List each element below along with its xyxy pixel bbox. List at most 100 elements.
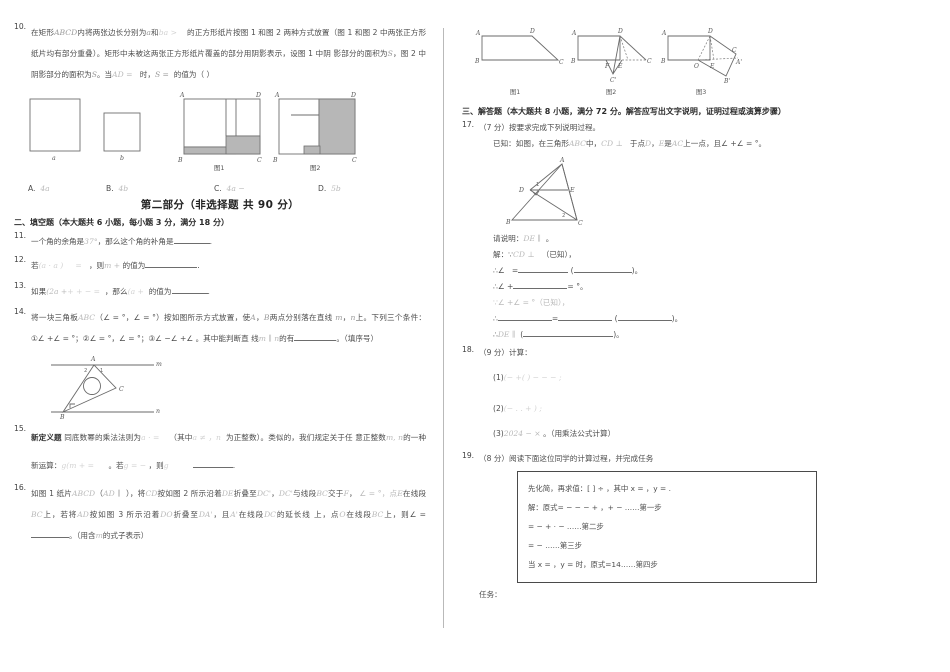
- q17-s4-lead: ∵∠ +∠ = °（已知），: [493, 298, 570, 307]
- choice-C[interactable]: C. 4a −: [214, 184, 318, 193]
- q17-s5-blank-2[interactable]: [558, 312, 613, 321]
- choice-A-key: A.: [28, 184, 36, 193]
- question-15-number: 15.: [14, 424, 27, 433]
- q13-answer-blank[interactable]: [171, 285, 208, 294]
- choice-D[interactable]: D. 5b: [318, 184, 398, 193]
- choice-B-key: B.: [106, 184, 114, 193]
- q13-tail: .: [207, 287, 210, 296]
- q17-step-3: ∴∠ += °。: [462, 279, 936, 295]
- q14-angle-2: 2: [84, 368, 87, 374]
- q10-l1b: 内将两张边长分别为: [77, 28, 147, 37]
- q19-box-line-1: 先化简，再求值：[ ] ÷ ，其中 x = ，y = .: [528, 484, 671, 493]
- q16-l1h: 交于: [327, 489, 344, 498]
- question-13: 13. 如果(2a ++ + − = ，那么(a + 的值为.: [14, 281, 426, 302]
- question-10-number: 10.: [14, 22, 27, 31]
- question-14-text: 将一块三角板ABC（∠ = °，∠ = °）按如图所示方式放置，使A，B两点分别…: [31, 307, 426, 349]
- fig1-D: D: [255, 92, 261, 99]
- choice-B-text: 4b: [118, 184, 129, 193]
- q17-ask-b: 。: [545, 234, 554, 243]
- q17-g-f: 上一点，且∠ +∠ = °。: [683, 139, 767, 148]
- q12-expr: (a · a ): [38, 261, 64, 270]
- fig1-B: B: [177, 157, 183, 164]
- question-11: 11. 一个角的余角是37°，那么这个角的补角是.: [14, 231, 426, 252]
- q16-answer-blank[interactable]: [31, 529, 69, 538]
- q17-s1-lead: 解：∵: [493, 250, 514, 259]
- q15-g1: g(m +: [61, 461, 86, 470]
- question-16-number: 16.: [14, 483, 27, 492]
- question-10: 10. 在矩形ABCD内将两张边长分别为a和ba > 的正方形纸片按图 1 和图…: [14, 22, 426, 85]
- q17-step-2: ∴∠ = ()。: [493, 264, 643, 275]
- q17-s2-lead: ∴∠: [493, 266, 505, 275]
- q17-s3-expr: = °。: [567, 282, 588, 291]
- q17-figure-svg: A B C D E 1 2: [505, 157, 583, 227]
- q17-s3-blank-1[interactable]: [513, 280, 568, 289]
- q15-g2: g: [123, 461, 129, 470]
- q16-l2b: 在线段: [402, 489, 427, 498]
- q17-s6-blank[interactable]: [523, 328, 614, 337]
- q17-ask-a: 请说明：: [493, 234, 524, 243]
- rfig3-B1: B': [723, 78, 730, 85]
- q13-p3: 的值为: [148, 287, 172, 296]
- q15-l2b: 的一种新运算：: [31, 433, 427, 470]
- q16-dc2: DC': [278, 489, 293, 498]
- question-10-figures: a b A D B C A D B C 图1 图2: [14, 89, 426, 181]
- column-divider: [443, 28, 444, 628]
- q14-answer-blank[interactable]: [294, 332, 337, 341]
- q17-e: E: [658, 139, 665, 148]
- q17-s2-tail: 。: [634, 266, 643, 275]
- q10-s3: S =: [154, 70, 169, 79]
- q12-expr2: =: [75, 261, 82, 270]
- q16-bc: BC: [316, 489, 328, 498]
- q14-abc: ABC: [78, 313, 96, 322]
- q18-item-3: (3)2024 − × 。（用乘法公式计算）: [462, 423, 936, 445]
- rfig2-C: C: [647, 58, 652, 65]
- q12-answer-blank[interactable]: [145, 259, 198, 268]
- q18-item-3-note: 。（用乘法公式计算）: [543, 429, 616, 438]
- rfig2-A: A: [571, 30, 577, 37]
- q17-step-5: ∴= ()。: [493, 312, 683, 323]
- question-14-figure: A B C m n 2 1: [14, 350, 426, 420]
- q14-A: A: [250, 313, 256, 322]
- q16-l2d: 按如图 3 所示沿着: [88, 510, 161, 519]
- q17-s2-blank-1[interactable]: [518, 264, 569, 273]
- q15-l1a: 同底数幂的乘法法则为: [64, 433, 142, 442]
- rfig3-B: B: [660, 58, 666, 65]
- rfig1-caption: 图1: [510, 88, 520, 96]
- q15-tail: .: [232, 461, 236, 470]
- q16-figures: A D B C A D B F E C C' A D B O E C: [462, 22, 936, 102]
- q14-B: B: [263, 313, 270, 322]
- fig2-B: B: [272, 157, 278, 164]
- q18-item-3-expr: 2024 − ×: [503, 429, 544, 438]
- q13-p1: 如果: [31, 287, 47, 296]
- q15-eq2: = −: [130, 461, 147, 470]
- q13-expr3: (a +: [127, 287, 144, 296]
- section-two-heading: 二、填空题（本大题共 6 小题，每小题 3 分，满分 18 分）: [14, 218, 229, 227]
- rfig2-C1: C': [610, 77, 617, 84]
- q17-s2-expr: =: [511, 266, 519, 275]
- choice-A[interactable]: A. 4a: [28, 184, 106, 193]
- rfig2-D: D: [617, 28, 623, 35]
- q17-s6-expr: DE ∥: [497, 330, 516, 339]
- q16-l3b: 在线段: [345, 510, 372, 519]
- q16-l2c: 上，若将: [42, 510, 78, 519]
- choice-B[interactable]: B. 4b: [106, 184, 214, 193]
- q16-l1i: ，: [348, 489, 357, 498]
- q16-cd: CD: [145, 489, 158, 498]
- q10-l1a: 在矩形: [31, 28, 55, 37]
- q10-abcd: ABCD: [54, 28, 78, 37]
- q17-s2-blank-2[interactable]: [573, 264, 632, 273]
- question-19: 19. （8 分）阅读下面这位同学的计算过程，并完成任务: [462, 451, 936, 467]
- question-12-text: 若(a · a ) = ，则m + 的值为.: [31, 255, 426, 276]
- q17-s6-tail: 。: [616, 330, 624, 339]
- q12-p2: ，则: [88, 261, 105, 270]
- q15-answer-blank[interactable]: [192, 459, 233, 468]
- q17-A: A: [559, 157, 565, 164]
- q17-s5-blank-1[interactable]: [497, 312, 552, 321]
- q14-figure-svg: A B C m n 2 1: [51, 356, 162, 420]
- rfig2-caption: 图2: [606, 88, 616, 96]
- q17-g-b: 中，: [585, 139, 602, 148]
- q17-s5-blank-3[interactable]: [617, 312, 672, 321]
- q11-answer-blank[interactable]: [173, 235, 210, 244]
- q10-l3a: 影部分的面积为: [333, 49, 388, 58]
